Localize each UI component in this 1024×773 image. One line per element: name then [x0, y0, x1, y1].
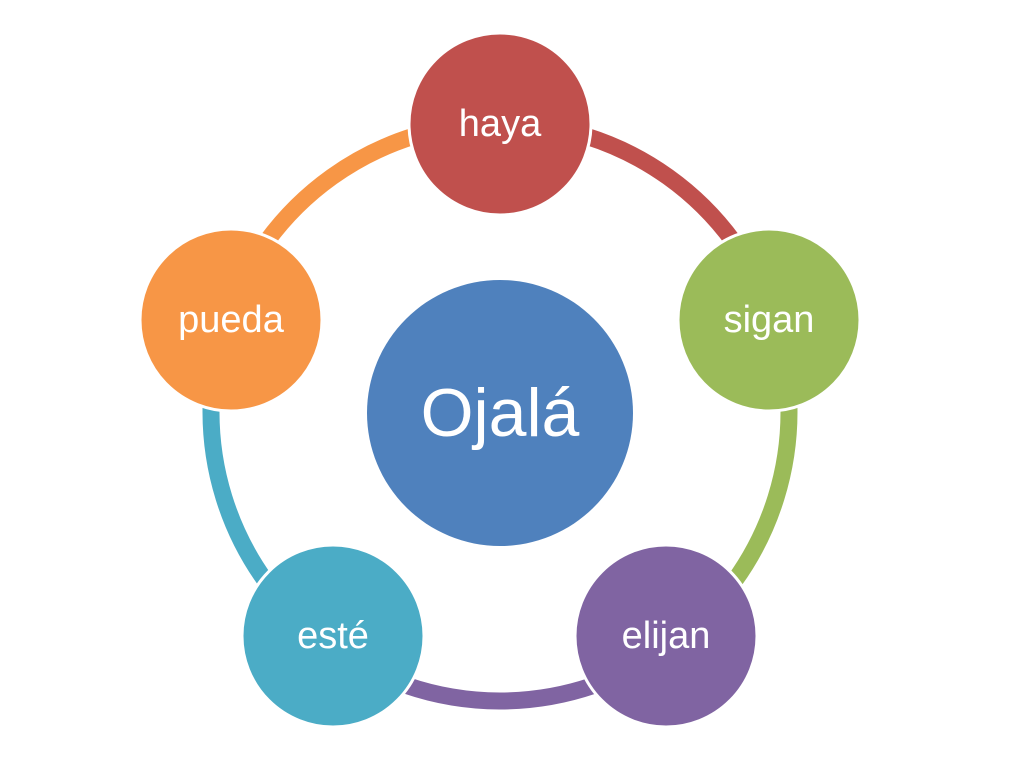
center-node: Ojalá [367, 280, 633, 546]
node-elijan: elijan [573, 543, 759, 729]
node-label: elijan [622, 615, 711, 657]
center-label: Ojalá [421, 375, 580, 451]
node-sigan: sigan [676, 227, 862, 413]
node-label: haya [459, 103, 542, 145]
node-circle [138, 227, 324, 413]
node-circle [676, 227, 862, 413]
node-label: sigan [724, 299, 815, 341]
node-circle [407, 31, 593, 217]
node-haya: haya [407, 31, 593, 217]
node-label: esté [297, 615, 369, 657]
center-circle [367, 280, 633, 546]
node-circle [240, 543, 426, 729]
node-label: pueda [178, 299, 285, 341]
outer-nodes: haya sigan elijan esté pueda [138, 31, 862, 729]
node-circle [573, 543, 759, 729]
node-pueda: pueda [138, 227, 324, 413]
node-esté: esté [240, 543, 426, 729]
